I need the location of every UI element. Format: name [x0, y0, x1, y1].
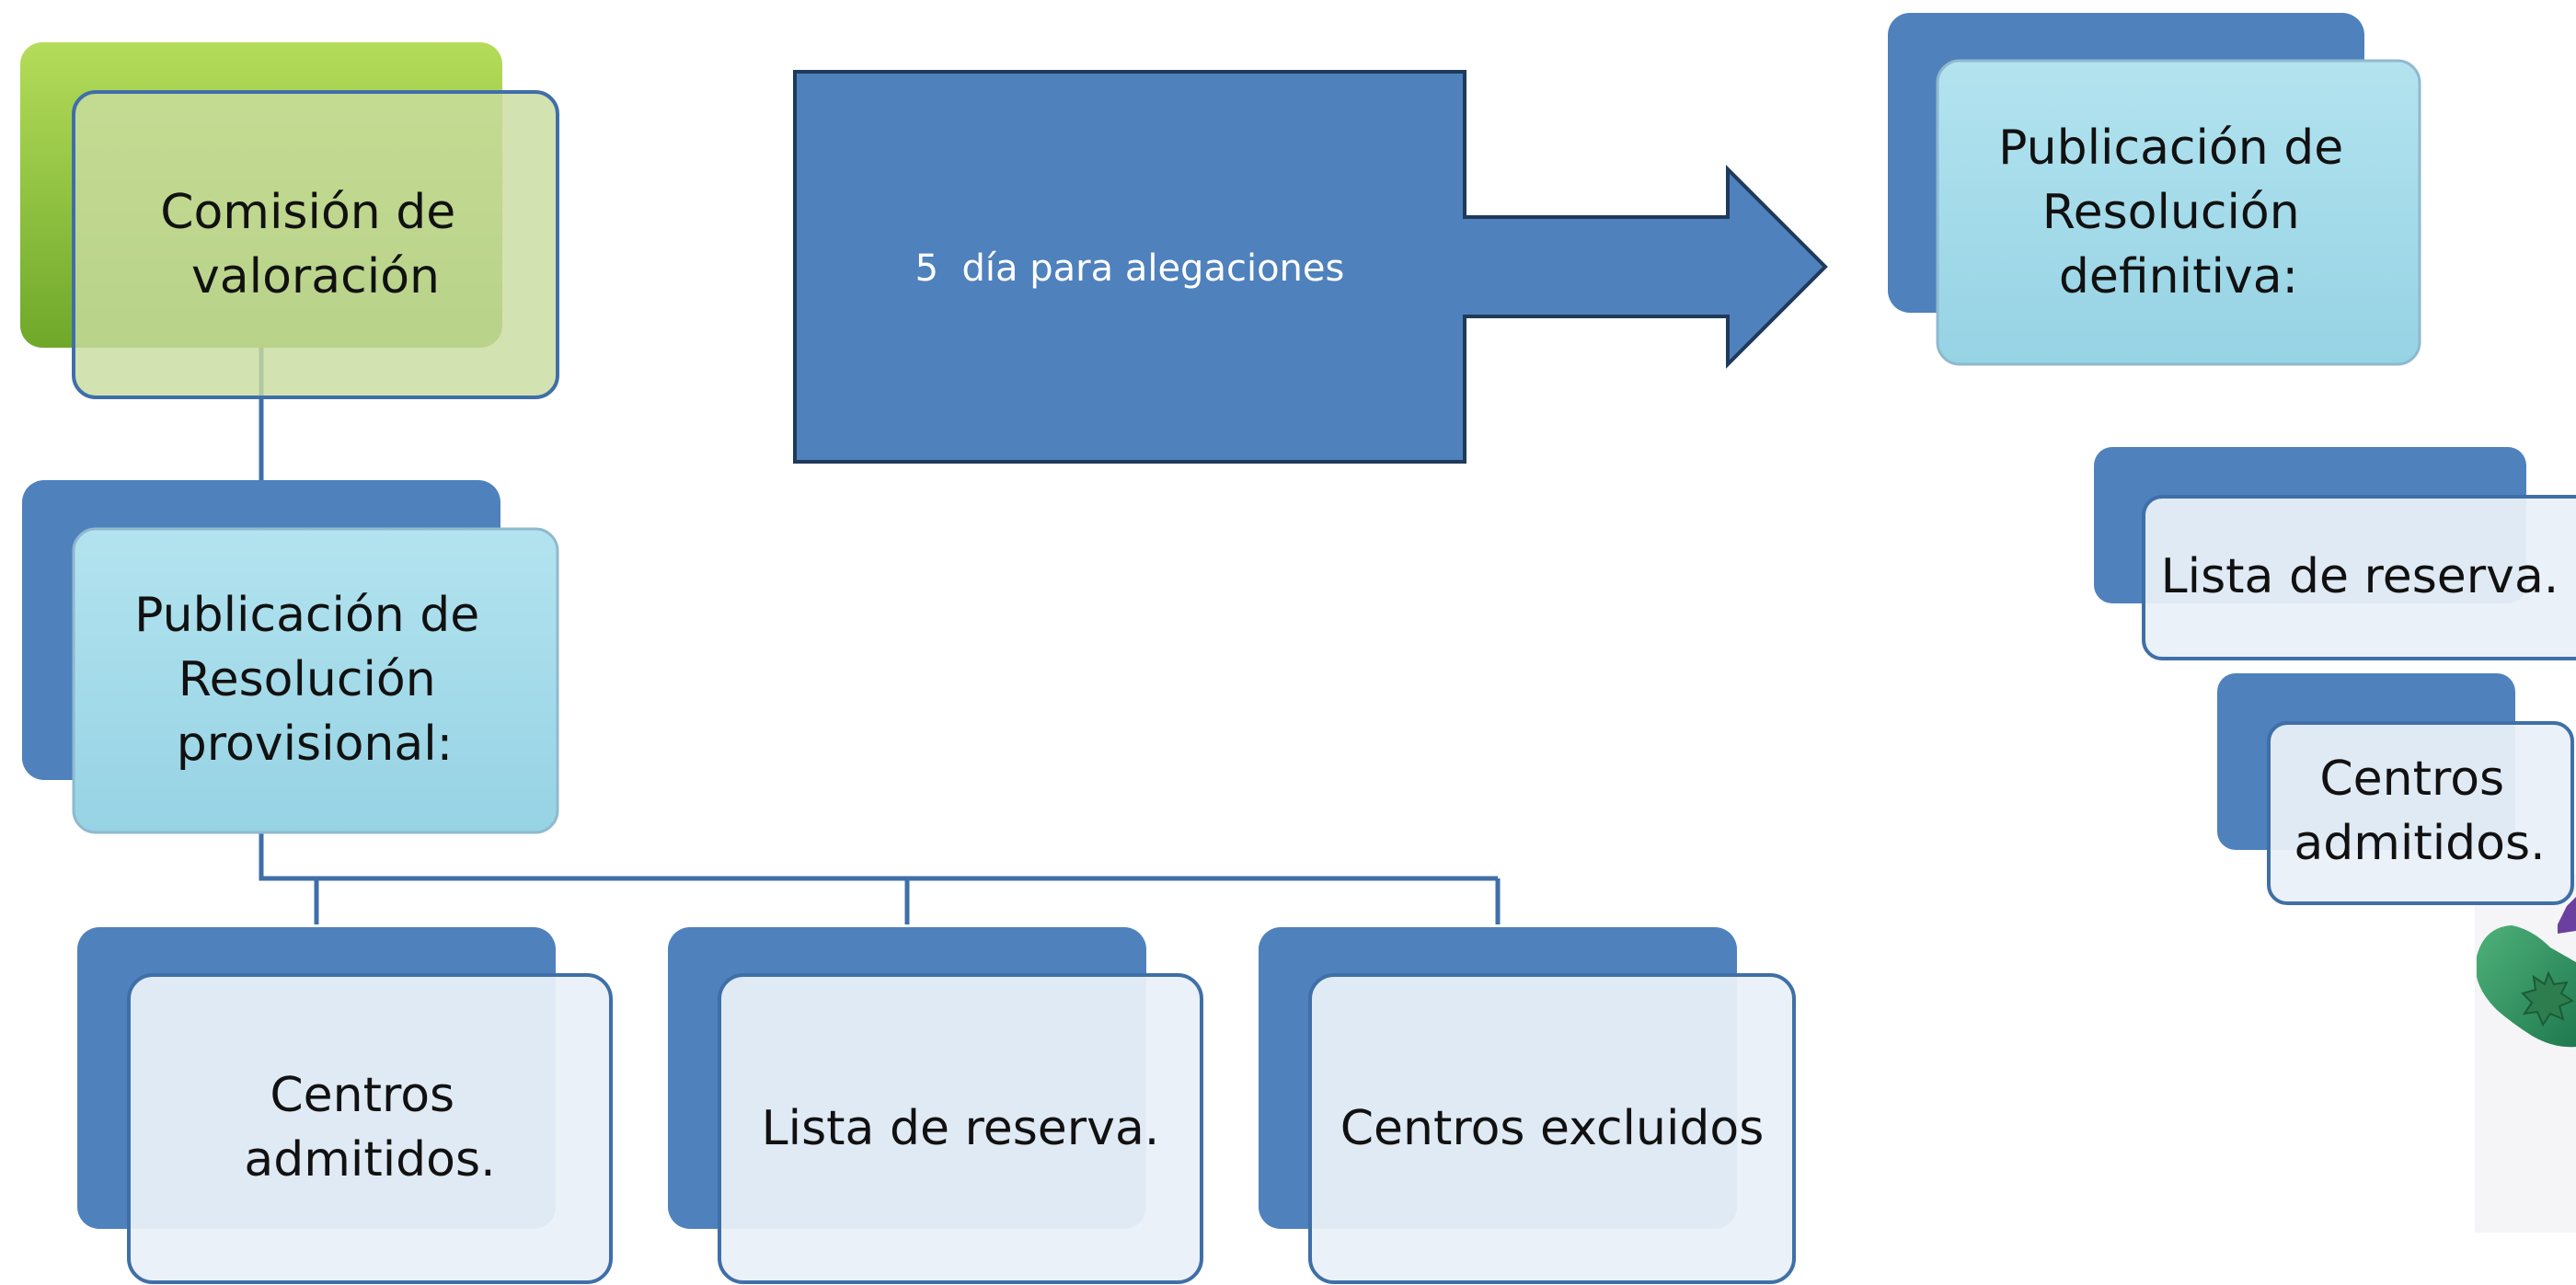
prov-excluidos-line-1: Centros excluidos	[1340, 1101, 1765, 1156]
def-admitidos-line-2: admitidos.	[2294, 816, 2545, 871]
definitiva-line-3: definitiva:	[2059, 249, 2298, 304]
node-comision-valoracion: Comisión de valoración	[20, 42, 559, 399]
provisional-line-2: Resolución	[178, 652, 436, 707]
prov-admitidos-line-1: Centros	[270, 1068, 454, 1123]
provisional-label: Publicación de Resolución provisional:	[134, 588, 495, 772]
prov-reserva-label: Lista de reserva.	[762, 1101, 1160, 1156]
prov-admitidos-line-2: admitidos.	[244, 1132, 495, 1187]
prov-excluidos-label: Centros excluidos	[1340, 1101, 1765, 1156]
prov-admitidos-label: Centros admitidos.	[244, 1068, 495, 1187]
provisional-line-1: Publicación de	[134, 588, 479, 643]
def-admitidos-front-box	[2267, 721, 2574, 905]
hand-illustration-image	[2475, 874, 2576, 1233]
def-reserva-line-1: Lista de reserva.	[2161, 549, 2559, 604]
arrow-shape	[793, 70, 1828, 464]
def-admitidos-line-1: Centros	[2319, 751, 2504, 807]
node-prov-centros-excluidos: Centros excluidos	[1259, 927, 1796, 1284]
prov-admitidos-front-box	[127, 973, 613, 1284]
comision-line-2: valoración	[191, 249, 440, 304]
definitiva-line-1: Publicación de	[1998, 120, 2343, 176]
node-resolucion-provisional: Publicación de Resolución provisional:	[22, 480, 559, 834]
node-prov-lista-reserva: Lista de reserva.	[668, 927, 1203, 1284]
def-reserva-front-box	[2142, 495, 2576, 660]
def-admitidos-label: Centros admitidos.	[2294, 751, 2545, 871]
definitiva-line-2: Resolución	[2042, 185, 2300, 240]
comision-line-1: Comisión de	[160, 185, 455, 240]
arrow-label: 5 día para alegaciones	[915, 247, 1345, 290]
comision-front-box	[72, 90, 559, 399]
provisional-front-box	[72, 527, 559, 834]
node-def-lista-reserva: Lista de reserva.	[2094, 447, 2576, 660]
definitiva-label: Publicación de Resolución definitiva:	[1998, 120, 2359, 304]
node-prov-centros-admitidos: Centros admitidos.	[77, 927, 613, 1284]
node-def-centros-admitidos: Centros admitidos.	[2217, 673, 2574, 905]
def-reserva-label: Lista de reserva.	[2161, 549, 2559, 604]
comision-label: Comisión de valoración	[160, 185, 471, 304]
prov-excluidos-front-box	[1308, 973, 1796, 1284]
connector-provisional-children	[259, 832, 1501, 924]
definitiva-front-box	[1936, 59, 2421, 366]
node-resolucion-definitiva: Publicación de Resolución definitiva:	[1888, 13, 2421, 366]
prov-reserva-front-box	[718, 973, 1203, 1284]
arrow-callout: 5 día para alegaciones	[793, 70, 1828, 464]
provisional-line-3: provisional:	[177, 717, 453, 772]
prov-reserva-line-1: Lista de reserva.	[762, 1101, 1160, 1156]
